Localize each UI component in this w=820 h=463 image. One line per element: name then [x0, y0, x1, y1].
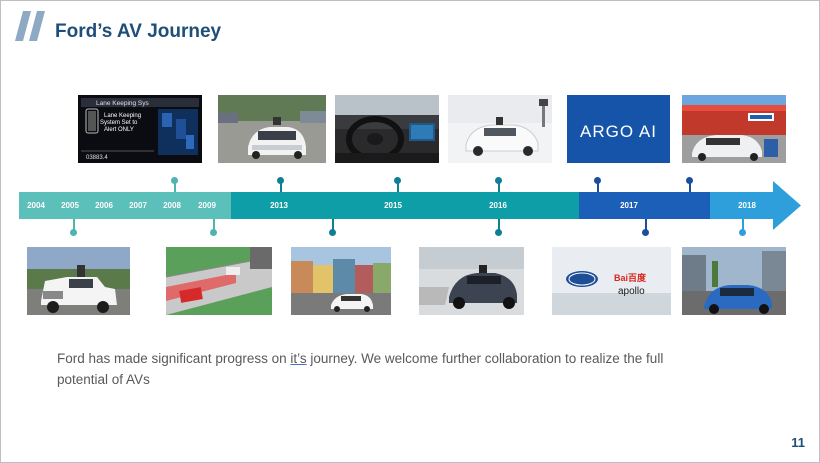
dot-bottom-2014 [329, 229, 336, 236]
dot-top-2016 [495, 177, 502, 184]
timeline-arrow-head [773, 181, 801, 230]
page-number: 11 [791, 435, 805, 450]
timeline-seg-mid [231, 192, 579, 219]
year-2016: 2016 [489, 201, 507, 210]
argo-logo-text: ARGO AI [580, 122, 657, 141]
timeline-bar [19, 181, 801, 230]
stem-top-2017b [689, 181, 691, 192]
dashboard-text-1: Lane Keeping Sys [96, 100, 150, 107]
photo-ford-baidu-apollo: Bai百度 apollo [552, 247, 671, 315]
description-part-2: journey. We welcome further collaboratio… [57, 351, 664, 387]
dot-bottom-2005 [70, 229, 77, 236]
year-2018: 2018 [738, 201, 756, 210]
stem-bottom-2016 [498, 219, 500, 231]
year-2004: 2004 [27, 201, 45, 210]
logo-bars-icon [15, 11, 45, 41]
dot-bottom-2016 [495, 229, 502, 236]
stem-bottom-2009 [213, 219, 215, 231]
stem-bottom-2005 [73, 219, 75, 231]
photo-fusion-on-road [218, 95, 326, 163]
photo-simulation [166, 247, 272, 315]
timeline-seg-early [19, 192, 231, 219]
year-2009: 2009 [198, 201, 216, 210]
dot-bottom-2017 [642, 229, 649, 236]
photo-town-street [291, 247, 391, 315]
year-2017: 2017 [620, 201, 638, 210]
dot-bottom-2009 [210, 229, 217, 236]
stem-bottom-2018 [742, 219, 744, 231]
year-2015: 2015 [384, 201, 402, 210]
description-part-1: Ford has made significant progress on [57, 351, 291, 366]
timeline-seg-late [579, 192, 710, 219]
photo-blue-car-city [682, 247, 786, 315]
photo-fusion-in-snow [448, 95, 552, 163]
dashboard-text-2: Lane Keeping [104, 113, 141, 119]
apollo-logo-text: apollo [618, 286, 645, 297]
photo-dominos-delivery [682, 95, 786, 163]
dashboard-odometer: 03883.4 [86, 155, 108, 161]
stem-bottom-2017 [645, 219, 647, 231]
timeline-seg-latest [710, 192, 773, 219]
dashboard-text-4: Alert ONLY [104, 127, 134, 133]
dot-top-2008 [171, 177, 178, 184]
year-2013: 2013 [270, 201, 288, 210]
photo-autonomous-truck [27, 247, 130, 315]
year-2005: 2005 [61, 201, 79, 210]
stem-top-2015 [397, 181, 399, 192]
stem-top-2016 [498, 181, 500, 192]
dot-top-2015 [394, 177, 401, 184]
slide-title: Ford’s AV Journey [55, 21, 222, 42]
stem-top-2013 [280, 181, 282, 192]
stem-top-2008 [174, 181, 176, 192]
dot-top-2013 [277, 177, 284, 184]
dashboard-text-3: System Set to [100, 120, 138, 126]
dot-top-2017b [686, 177, 693, 184]
description-underlined-word: it’s [290, 351, 307, 366]
slide-description: Ford has made significant progress on it… [57, 348, 717, 390]
baidu-logo-text: Bai百度 [614, 272, 647, 283]
stem-top-2017a [597, 181, 599, 192]
dot-top-2017a [594, 177, 601, 184]
photo-car-interior [335, 95, 439, 163]
dot-bottom-2018 [739, 229, 746, 236]
year-2008: 2008 [163, 201, 181, 210]
year-2007: 2007 [129, 201, 147, 210]
stem-bottom-2014 [332, 219, 334, 231]
photo-dark-car-snow [419, 247, 524, 315]
year-2006: 2006 [95, 201, 113, 210]
photo-dashboard-lane-keeping: Lane Keeping Sys Lane Keeping System Set… [78, 95, 202, 163]
photo-argo-ai-logo: ARGO AI [567, 95, 670, 163]
